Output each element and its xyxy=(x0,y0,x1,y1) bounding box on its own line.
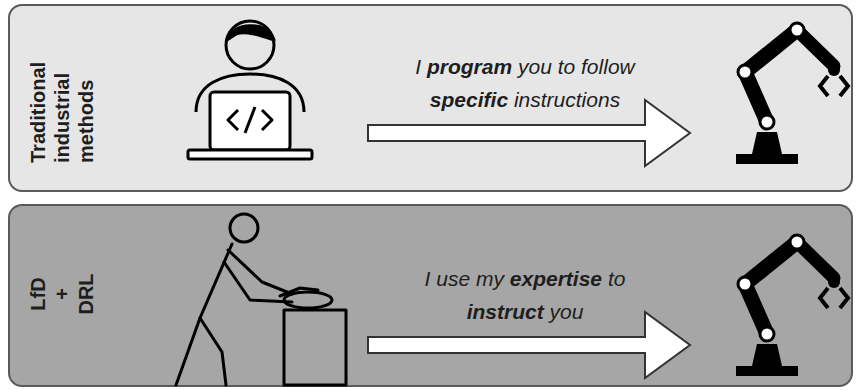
instruction-text: I use my expertise to instruct you xyxy=(360,262,690,328)
programmer-icon xyxy=(188,21,312,159)
instruction-text: I program you to follow specific instruc… xyxy=(360,50,690,116)
robot-arm-icon xyxy=(736,23,848,164)
worker-icon xyxy=(176,214,346,385)
band-heading: LfD + DRL xyxy=(26,271,98,317)
robot-arm-icon xyxy=(736,235,848,376)
band-heading: Traditional industrial methods xyxy=(26,31,98,163)
category-band: LfD + DRL xyxy=(8,204,853,387)
